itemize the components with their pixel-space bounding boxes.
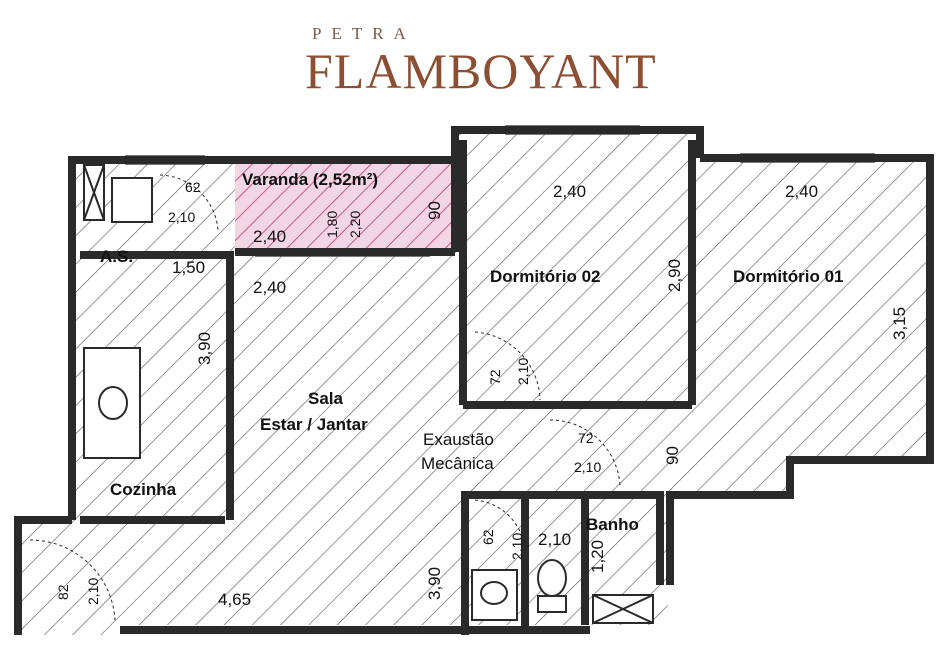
dim-sala-465: 4,65	[218, 590, 251, 609]
dim-sala-240: 2,40	[253, 278, 286, 297]
dim-sala-390b: 3,90	[425, 567, 444, 600]
dim-corr-door-w: 72	[578, 430, 594, 446]
dim-corr-door-h: 2,10	[574, 459, 601, 475]
dim-corr-90: 90	[663, 446, 682, 465]
room-dorm01: Dormitório 01	[733, 267, 844, 286]
dim-d01-w: 2,40	[785, 182, 818, 201]
dim-bath-door-h: 2,10	[509, 533, 525, 560]
brand-logo: PETRA FLAMBOYANT	[0, 0, 949, 110]
room-banho: Banho	[586, 515, 639, 534]
bath-sink-icon	[480, 581, 508, 605]
dim-as-150: 1,50	[172, 258, 205, 277]
dim-d02-door-h: 2,10	[515, 358, 531, 385]
dim-d01-h: 3,15	[890, 307, 909, 340]
toilet-icon	[537, 559, 567, 597]
fixtures	[83, 164, 654, 624]
room-dorm02: Dormitório 02	[490, 267, 601, 286]
room-varanda: Varanda (2,52m²)	[242, 170, 378, 189]
room-sala: Sala	[308, 389, 344, 408]
room-as: A.S.	[100, 247, 133, 266]
floor-hatch	[18, 130, 930, 635]
dim-entry-w: 82	[55, 584, 71, 600]
toilet-tank-icon	[537, 595, 567, 613]
varanda-floor	[235, 160, 455, 248]
dim-d02-door-w: 72	[487, 369, 503, 385]
dim-sala-390: 3,90	[195, 332, 214, 365]
laundry-sink-icon	[111, 177, 153, 223]
dim-as-door-w: 62	[185, 179, 201, 195]
door-swings	[29, 174, 621, 621]
dim-d02-w: 2,40	[553, 182, 586, 201]
dim-d02-h: 2,90	[665, 259, 684, 292]
dim-entry-h: 2,10	[85, 578, 101, 605]
room-estar-jantar: Estar / Jantar	[260, 415, 368, 434]
dim-varanda-w: 2,40	[253, 227, 286, 246]
dim-varanda-90: 90	[425, 201, 444, 220]
walls	[14, 126, 934, 635]
dim-varanda-d1: 1,80	[324, 211, 340, 238]
label-exaustao: Exaustão	[423, 430, 494, 449]
label-mecanica: Mecânica	[421, 454, 494, 473]
dim-bath-210: 2,10	[538, 530, 571, 549]
bath-sink-counter	[471, 569, 518, 621]
windows	[125, 125, 875, 257]
dim-bath-120: 1,20	[588, 540, 607, 573]
dim-bath-door-w: 62	[480, 529, 496, 545]
brand-title: FLAMBOYANT	[305, 43, 657, 99]
dim-varanda-d2: 2,20	[347, 211, 363, 238]
dim-as-door-h: 2,10	[168, 209, 195, 225]
kitchen-sink-icon	[98, 386, 128, 420]
brand-small-text: PETRA	[312, 24, 416, 43]
room-cozinha: Cozinha	[110, 480, 177, 499]
